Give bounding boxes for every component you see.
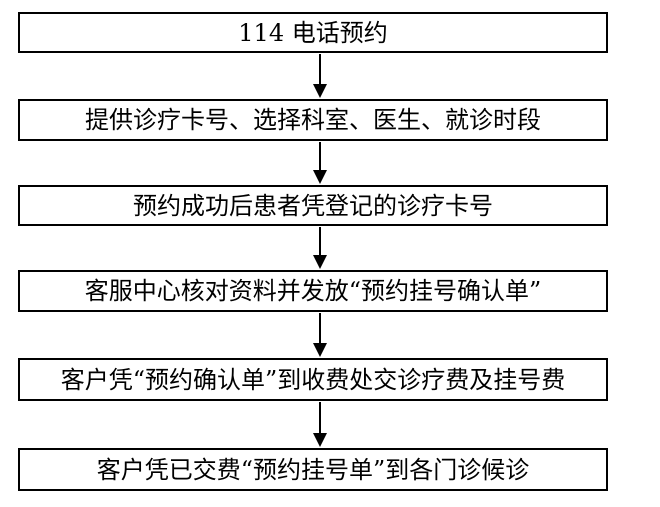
arrow-down-icon (313, 54, 327, 98)
arrow-down-icon (313, 142, 327, 184)
flow-step-label: 114 电话预约 (238, 18, 388, 47)
flow-step-label: 客户凭“预约确认单”到收费处交诊疗费及挂号费 (60, 365, 566, 394)
flow-step-wait-at-clinic: 客户凭已交费“预约挂号单”到各门诊候诊 (18, 448, 608, 491)
arrow-down-icon (313, 227, 327, 269)
flow-step-pay-fees: 客户凭“预约确认单”到收费处交诊疗费及挂号费 (18, 358, 608, 401)
flow-step-provide-info: 提供诊疗卡号、选择科室、医生、就诊时段 (18, 99, 608, 141)
flow-step-booking-success: 预约成功后患者凭登记的诊疗卡号 (18, 185, 608, 226)
flow-step-label: 预约成功后患者凭登记的诊疗卡号 (133, 191, 493, 220)
flow-step-label: 提供诊疗卡号、选择科室、医生、就诊时段 (85, 106, 541, 134)
flow-step-phone-booking: 114 电话预约 (18, 12, 608, 53)
arrow-down-icon (313, 402, 327, 447)
flow-step-label: 客服中心核对资料并发放“预约挂号确认单” (84, 277, 542, 305)
arrow-down-icon (313, 313, 327, 357)
flow-step-verify-and-issue: 客服中心核对资料并发放“预约挂号确认单” (18, 270, 608, 312)
flow-step-label: 客户凭已交费“预约挂号单”到各门诊候诊 (96, 455, 530, 484)
